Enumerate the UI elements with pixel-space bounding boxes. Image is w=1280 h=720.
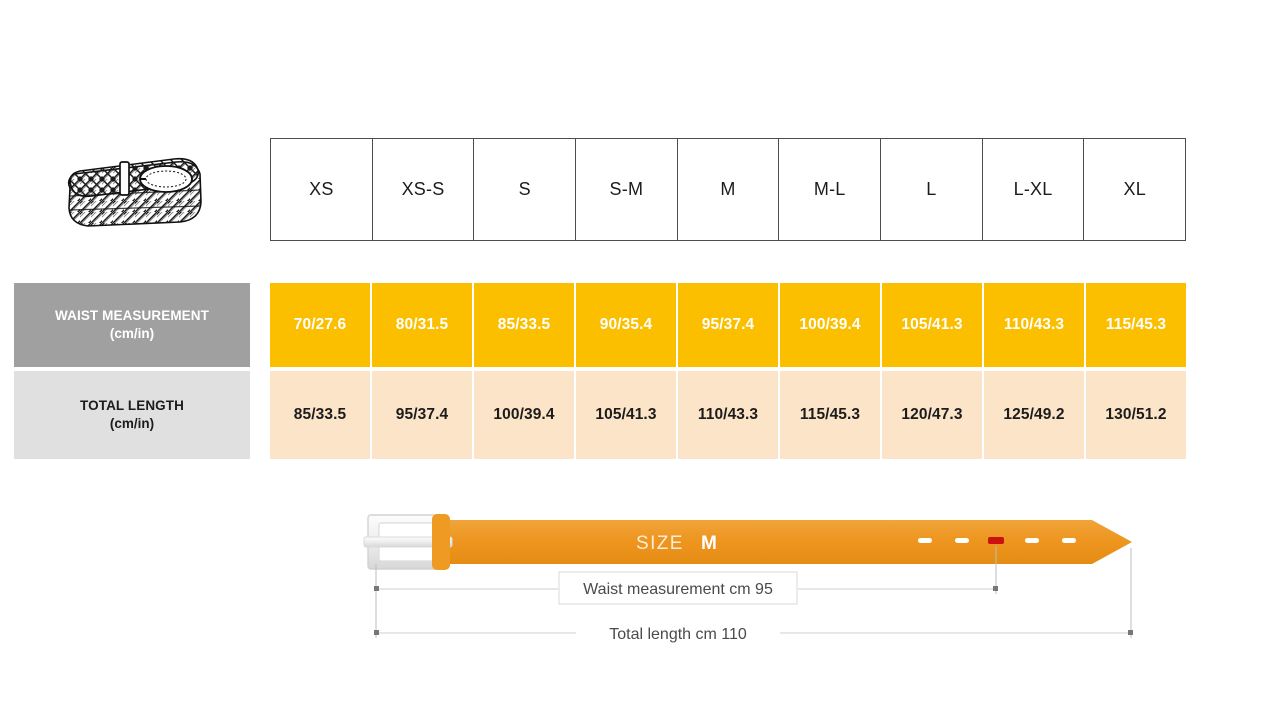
measurement-cell: 130/51.2 [1105,406,1167,423]
length-label-line2: (cm/in) [109,416,155,431]
measurement-cell: 110/43.3 [984,283,1086,367]
belt-hole-2 [955,538,969,543]
belt-holes [918,537,1076,544]
size-header-cell: L [881,139,983,240]
waist-dimension-box [558,571,798,605]
belt-keeper-loop [432,514,450,570]
belt-hole-active [988,537,1004,544]
braided-belt-icon [67,157,202,227]
belt-measurement-diagram: SIZE M [350,498,1160,658]
size-header-cell: S [474,139,577,240]
measurement-cell: 85/33.5 [474,283,576,367]
length-label-line1: TOTAL LENGTH [80,398,184,414]
measurement-cell: 125/49.2 [984,371,1086,459]
belt-hole-5 [1062,538,1076,543]
measurement-cell: 95/37.4 [372,371,474,459]
braided-belt-illustration [58,146,210,238]
waist-label-line1: WAIST MEASUREMENT [55,308,209,324]
diagram-size-label: SIZE [636,533,684,554]
measurement-cell: 115/45.3 [780,371,882,459]
measurement-cell: 85/33.5 [270,371,372,459]
measurement-cell: 105/41.3 [882,283,984,367]
row-label-waist-measurement: WAIST MEASUREMENT (cm/in) [14,283,250,367]
belt-strap [438,520,1132,564]
measurement-cell: 115/45.3 [1105,316,1167,333]
measurement-cell: 120/47.3 [882,371,984,459]
size-header-cell: M [678,139,780,240]
total-length-dimension-line [374,630,1133,635]
belt-hole-1 [918,538,932,543]
measurement-cell: 100/39.4 [474,371,576,459]
size-header-cell: L-XL [983,139,1085,240]
measurement-cell: 100/39.4 [780,283,882,367]
measurement-cell: 110/43.3 [678,371,780,459]
waist-dimension-line [374,586,998,591]
size-header-cell: S-M [576,139,678,240]
measurement-cell: 80/31.5 [372,283,474,367]
size-header-cell: XS [271,139,373,240]
size-header-cell: XL [1123,179,1146,199]
measurement-cell: 95/37.4 [678,283,780,367]
belt-hole-4 [1025,538,1039,543]
belt-buckle [363,514,453,570]
size-header-cell: M-L [779,139,882,240]
row-label-total-length: TOTAL LENGTH (cm/in) [14,371,250,459]
total-length-dimension-label: Total length cm 110 [609,626,747,643]
measurement-cell: 90/35.4 [576,283,678,367]
size-header-cell: XS-S [373,139,475,240]
measurement-cell: 70/27.6 [270,283,372,367]
measurement-cell: 105/41.3 [576,371,678,459]
diagram-size-value: M [701,533,717,554]
waist-label-line2: (cm/in) [109,326,155,341]
waist-dimension-label: Waist measurement cm 95 [583,581,773,598]
